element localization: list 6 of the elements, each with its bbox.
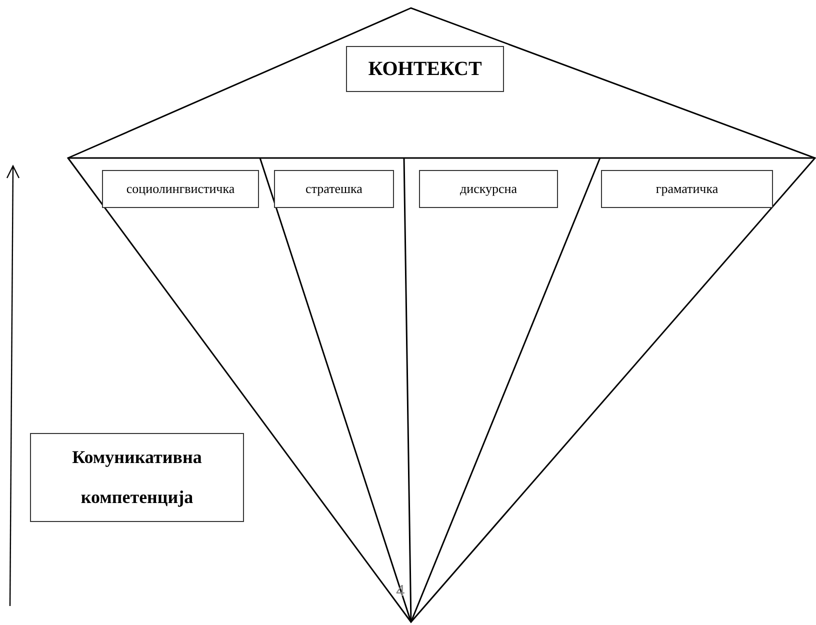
- text-box: социолингвистичка: [102, 170, 259, 208]
- text-box: КОНТЕКСТ: [346, 46, 504, 92]
- text-box: стратешка: [274, 170, 394, 208]
- text-box: дискурсна: [419, 170, 558, 208]
- text-box: Комуникативна компетенција: [30, 433, 244, 522]
- text-box: граматичка: [601, 170, 773, 208]
